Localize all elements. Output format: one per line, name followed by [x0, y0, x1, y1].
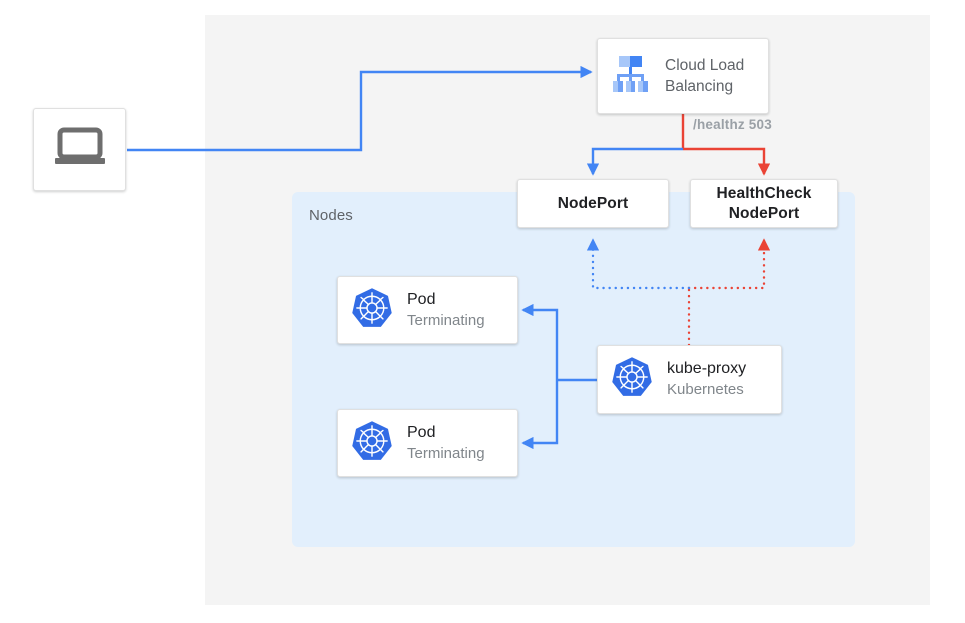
healthcheck-nodeport-label: HealthCheck NodePort [717, 184, 812, 224]
kube-proxy-title: kube-proxy [667, 360, 747, 377]
nodeport-label: NodePort [557, 194, 629, 212]
cloud-load-balancing-label-line1: Cloud Load [665, 57, 745, 74]
healthcheck-nodeport-label-line1: HealthCheck [716, 184, 812, 202]
pod-1-subtitle: Terminating [407, 311, 485, 329]
pod-2-title: Pod [407, 423, 436, 441]
nodeport-card[interactable]: NodePort [517, 179, 669, 228]
pod-1-text: Pod Terminating [407, 290, 485, 331]
healthz-status-label: /healthz 503 [693, 117, 772, 132]
cloud-load-balancing-label-line2: Balancing [665, 78, 734, 95]
laptop-icon [53, 127, 107, 172]
nodes-panel-label: Nodes [309, 207, 353, 224]
cloud-load-balancing-card[interactable]: Cloud Load Balancing [597, 38, 769, 114]
kube-proxy-card[interactable]: kube-proxy Kubernetes [597, 345, 782, 414]
pod-card-1[interactable]: Pod Terminating [337, 276, 518, 344]
pod-2-text: Pod Terminating [407, 423, 485, 464]
kubernetes-icon [611, 356, 653, 403]
pod-card-2[interactable]: Pod Terminating [337, 409, 518, 477]
pod-2-subtitle: Terminating [407, 444, 485, 462]
client-card[interactable] [33, 108, 126, 191]
kubernetes-icon [351, 420, 393, 467]
cloud-load-balancing-icon [608, 52, 654, 101]
kubernetes-icon [351, 287, 393, 334]
pod-1-title: Pod [407, 290, 436, 308]
cloud-load-balancing-label: Cloud Load Balancing [665, 55, 744, 97]
kube-proxy-text: kube-proxy Kubernetes [667, 359, 746, 400]
healthcheck-nodeport-label-line2: NodePort [728, 204, 800, 222]
healthcheck-nodeport-card[interactable]: HealthCheck NodePort [690, 179, 838, 228]
kube-proxy-subtitle: Kubernetes [667, 381, 744, 398]
